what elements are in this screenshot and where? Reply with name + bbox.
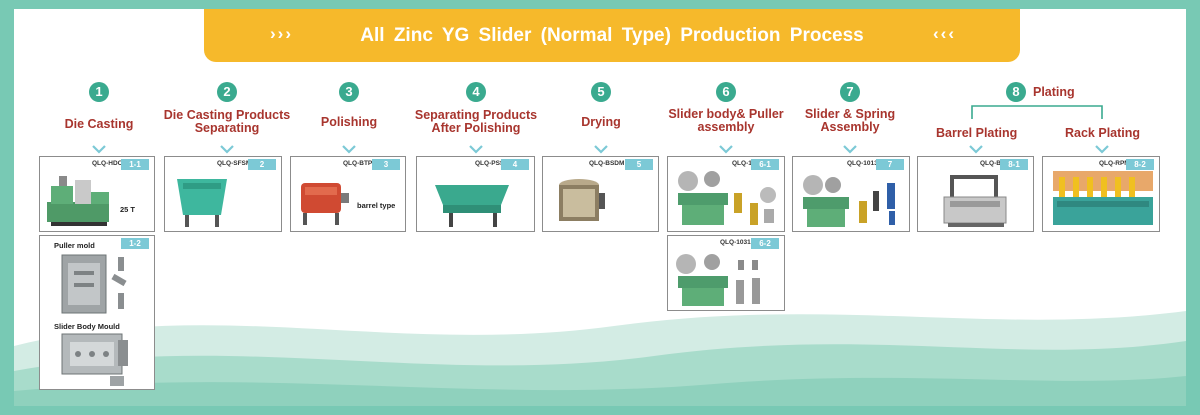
- chevron-down-icon: [220, 145, 234, 154]
- step-tag: 8-1: [1000, 159, 1028, 170]
- step-number: 5: [591, 82, 611, 102]
- rack-plating-line-icon: [1053, 171, 1153, 225]
- title-banner: ››› All Zinc YG Slider (Normal Type) Pro…: [204, 9, 1020, 62]
- machine-code: QLQ-RPM: [1099, 160, 1130, 167]
- step-number: 8: [1006, 82, 1026, 102]
- step-tag: 2: [248, 159, 276, 170]
- machine-card-4[interactable]: QLQ-PSSM 4: [416, 156, 535, 232]
- chevron-down-icon: [843, 145, 857, 154]
- chevron-down-icon: [594, 145, 608, 154]
- machine-card-3[interactable]: QLQ-BTPM 3 barrel type: [290, 156, 406, 232]
- step-tag: 8-2: [1126, 159, 1154, 170]
- machine-card-8-2[interactable]: QLQ-RPM 8-2: [1042, 156, 1160, 232]
- machine-note: 25 T: [120, 205, 136, 214]
- step-tag: 5: [625, 159, 653, 170]
- chevron-down-icon: [469, 145, 483, 154]
- machine-code: QLQ-BPM: [980, 160, 1011, 167]
- machine-card-6-1[interactable]: QLQ-1001YG 6-1: [667, 156, 785, 232]
- chevron-down-icon: [719, 145, 733, 154]
- step-tag: 6-2: [751, 238, 779, 249]
- machine-card-5[interactable]: QLQ-BSDM ( A ) 5: [542, 156, 659, 232]
- spring-assembly-machine-icon: [803, 175, 895, 227]
- step-number: 6: [716, 82, 736, 102]
- mould-label: Puller mold: [54, 241, 95, 250]
- step-tag: 1-2: [121, 238, 149, 249]
- chevron-down-icon: [92, 145, 106, 154]
- die-casting-machine-icon: [47, 176, 109, 226]
- polishing-barrel-icon: [301, 183, 349, 225]
- step-label: Die Casting: [64, 117, 134, 131]
- barrel-plating-machine-icon: [943, 175, 1007, 227]
- step-label: Slider & Spring Assembly: [804, 107, 896, 134]
- chevron-down-icon: [342, 145, 356, 154]
- step-tag: 1-1: [121, 159, 149, 170]
- step-label: Drying: [581, 115, 621, 129]
- wave-decoration: [14, 311, 1186, 406]
- machine-card-1-1[interactable]: QLQ-HDCM 1-1 25 T: [39, 156, 155, 232]
- step-tag: 6-1: [751, 159, 779, 170]
- chevron-down-icon: [969, 145, 983, 154]
- chevrons-left: ›››: [270, 24, 293, 43]
- page-title: All Zinc YG Slider (Normal Type) Product…: [360, 24, 864, 46]
- chevrons-right: ‹‹‹: [933, 24, 956, 43]
- machine-card-8-1[interactable]: QLQ-BPM 8-1: [917, 156, 1034, 232]
- machine-card-6-2[interactable]: QLQ-1031 6-2: [667, 235, 785, 311]
- step-tag: 7: [876, 159, 904, 170]
- separator-machine-icon: [177, 179, 227, 227]
- machine-code: QLQ-1031: [720, 239, 751, 246]
- drying-machine-icon: [559, 179, 605, 221]
- plating-bracket: [971, 105, 1103, 119]
- process-frame: ››› All Zinc YG Slider (Normal Type) Pro…: [14, 9, 1186, 406]
- step-label: Polishing: [320, 115, 378, 129]
- machine-code: QLQ-BSDM ( A ): [589, 160, 639, 167]
- barrel-plating-label: Barrel Plating: [936, 126, 1018, 140]
- step-number: 2: [217, 82, 237, 102]
- step-label: Separating Products After Polishing: [414, 108, 538, 135]
- step-8: 8 Plating Barrel Plating Rack Plating: [914, 82, 1174, 162]
- step-tag: 3: [372, 159, 400, 170]
- mould-label: Slider Body Mould: [54, 322, 120, 331]
- puller-mould-icon: [61, 254, 127, 314]
- step-number: 7: [840, 82, 860, 102]
- machine-note: barrel type: [357, 201, 396, 210]
- step-label: Slider body& Puller assembly: [668, 107, 784, 134]
- machine-code: QLQ-PSSM: [475, 160, 510, 167]
- rack-plating-label: Rack Plating: [1065, 126, 1141, 140]
- step-number: 1: [89, 82, 109, 102]
- machine-code: QLQ-1013D: [847, 160, 883, 167]
- machine-card-2[interactable]: QLQ-SFSM 2: [164, 156, 282, 232]
- step-label: Die Casting Products Separating: [163, 108, 291, 135]
- step-label: Plating: [1033, 85, 1075, 99]
- assembly-machine-icon: [678, 171, 776, 225]
- slider-body-mould-icon: [61, 333, 128, 386]
- step-tag: 4: [501, 159, 529, 170]
- machine-code: QLQ-SFSM: [217, 160, 252, 167]
- separating-machine-icon: [435, 185, 509, 227]
- assembly-machine-icon: [676, 254, 760, 306]
- machine-code: QLQ-HDCM: [92, 160, 128, 167]
- machine-code: QLQ-BTPM: [343, 160, 378, 167]
- chevron-down-icon: [1095, 145, 1109, 154]
- step-number: 4: [466, 82, 486, 102]
- machine-card-7[interactable]: QLQ-1013D 7: [792, 156, 910, 232]
- step-number: 3: [339, 82, 359, 102]
- machine-card-1-2[interactable]: 1-2 Puller mold Slider Body Mould: [39, 235, 155, 390]
